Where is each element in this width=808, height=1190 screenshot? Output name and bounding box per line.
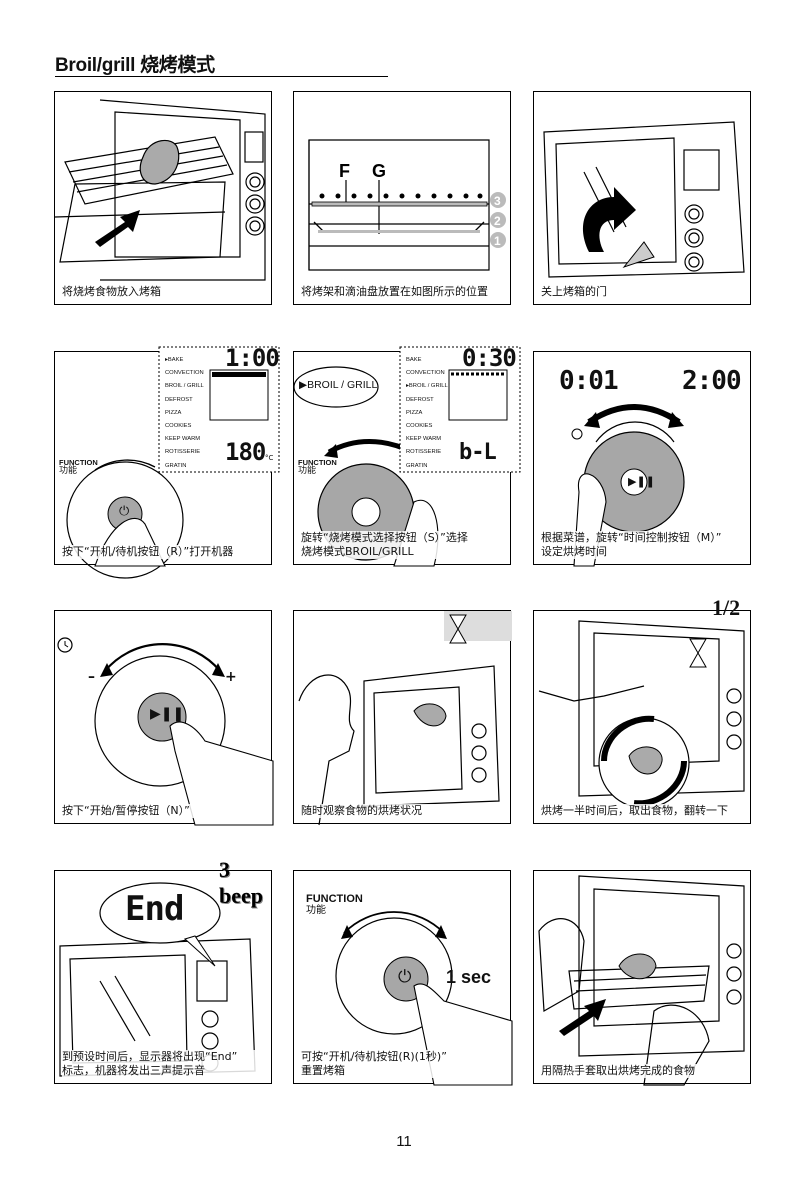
end-display: End — [125, 889, 184, 929]
step-2-panel: F G 3 2 1 将烤架和滴油盘放置在如图所示的位置 — [293, 91, 511, 305]
label-g: G — [372, 161, 386, 181]
step-7-caption: 按下“开始/暂停按钮（N）” — [62, 804, 265, 818]
power-on-illustration — [66, 346, 280, 579]
menu-item-bake: ▸BAKE — [165, 357, 184, 363]
step-9-caption: 烘烤一半时间后，取出食物，翻转一下 — [541, 804, 744, 818]
page-title: Broil/grill 烧烤模式 — [55, 55, 215, 76]
step-7-panel: – + ▶❚❚ 按下“开始/暂停按钮（N）” — [54, 610, 274, 826]
lcd-max: 2:00 — [682, 366, 742, 396]
step-2-caption: 将烤架和滴油盘放置在如图所示的位置 — [301, 285, 504, 299]
play-pause-icon-2: ▶❚❚ — [150, 706, 185, 722]
function-menu-2: BAKE CONVECTION ▸BROIL / GRILL DEFROST P… — [406, 357, 448, 469]
half-label: 1/2 — [712, 595, 741, 620]
step-4-caption: 按下“开机/待机按钮（R）”打开机器 — [62, 545, 265, 559]
step-8-caption: 随时观察食物的烘烤状况 — [301, 804, 504, 818]
menu-item-pizza: PIZZA — [165, 409, 182, 416]
label-f: F — [339, 161, 350, 181]
rack-position-illustration: F G 3 2 1 — [308, 139, 506, 271]
hourglass-icon-2 — [689, 638, 707, 668]
play-pause-icon: ▶❚❚ — [628, 475, 655, 488]
insert-arrow-icon — [95, 210, 140, 247]
lcd-temp: 180 — [225, 438, 266, 466]
title-underline — [55, 76, 388, 77]
menu-item-gratin: GRATIN — [165, 462, 187, 469]
step-3-caption: 关上烤箱的门 — [541, 285, 744, 299]
menu-item-convection: CONVECTION — [165, 370, 204, 377]
start-illustration — [57, 637, 274, 826]
plus-label: + — [225, 669, 237, 685]
power-icon: ⏻ — [119, 504, 130, 519]
step-11-caption: 可按“开机/待机按钮(R)(1秒)”重置烤箱 — [301, 1050, 504, 1078]
step-1-panel: 将烧烤食物放入烤箱 — [54, 91, 272, 305]
lcd-min: 0:01 — [559, 366, 619, 396]
step-3-panel: 关上烤箱的门 — [533, 91, 751, 305]
close-door-illustration — [543, 121, 745, 278]
step-5-panel: ▶BROIL / GRILL BAKE CONVECTION ▸BROIL / … — [293, 344, 521, 567]
remove-food-illustration — [538, 875, 745, 1086]
hold-label: 1 sec — [446, 967, 492, 987]
page-number: 11 — [396, 1133, 412, 1150]
step-1-caption: 将烧烤食物放入烤箱 — [62, 285, 265, 299]
position-badges: 3 2 1 — [490, 192, 506, 248]
step-5-caption: 旋转“烧烤模式选择按钮（S）”选择烧烤模式BROIL/GRILL — [301, 531, 504, 559]
lcd-mode: b-L — [459, 440, 497, 465]
menu-item-defrost: DEFROST — [165, 396, 193, 403]
pull-arrow-icon — [559, 999, 606, 1036]
temp-unit: °C — [265, 454, 274, 462]
menu-item-rotisserie: ROTISSERIE — [165, 449, 201, 456]
lcd-time-2: 0:30 — [462, 344, 517, 372]
step-10-caption: 到预设时间后，显示器将出现“End”标志，机器将发出三声提示音 — [62, 1050, 265, 1078]
function-menu: ▸BAKE CONVECTION BROIL / GRILL DEFROST P… — [165, 354, 204, 473]
menu-item-keepwarm: KEEP WARM — [165, 436, 201, 443]
step-6-caption: 根据菜谱，旋转“时间控制按钮（M）”设定烘烤时间 — [541, 531, 744, 559]
step-10-panel: End 3 beep 到预设时间后，显示器将出现“End”标志，机器将发出三声提… — [54, 857, 272, 1084]
svg-text:3: 3 — [494, 194, 501, 208]
beep-label: 3 beep — [219, 857, 263, 908]
step-12-caption: 用隔热手套取出烘烤完成的食物 — [541, 1064, 744, 1078]
watch-cooking-illustration — [298, 611, 512, 826]
step-4-panel: ▸BAKE CONVECTION BROIL / GRILL DEFROST P… — [54, 344, 280, 579]
broil-bubble: ▶BROIL / GRILL — [299, 379, 378, 391]
menu-item-cookies: COOKIES — [165, 423, 192, 430]
turn-food-illustration — [538, 620, 745, 809]
rotate-arrow-icon — [583, 187, 636, 252]
hourglass-icon — [449, 614, 467, 644]
step-12-panel: 用隔热手套取出烘烤完成的食物 — [533, 870, 751, 1086]
step-8-panel: 随时观察食物的烘烤状况 — [293, 610, 512, 826]
power-icon-2: ⏻ — [398, 967, 412, 987]
step-9-panel: 1/2 烘烤一半时间后，取出食物，翻转一下 — [533, 595, 751, 824]
oven-loading-illustration — [54, 99, 266, 281]
minus-label: – — [88, 669, 95, 685]
menu-item-broil: BROIL / GRILL — [165, 383, 204, 390]
svg-text:1: 1 — [494, 234, 501, 248]
svg-text:2: 2 — [494, 214, 501, 228]
step-6-panel: 0:01 2:00 ▶❚❚ 根据菜谱，旋转“时间控制按钮（M）”设定烘烤时间 — [533, 351, 751, 567]
lcd-time: 1:00 — [225, 344, 280, 372]
end-display-illustration — [59, 882, 256, 1077]
